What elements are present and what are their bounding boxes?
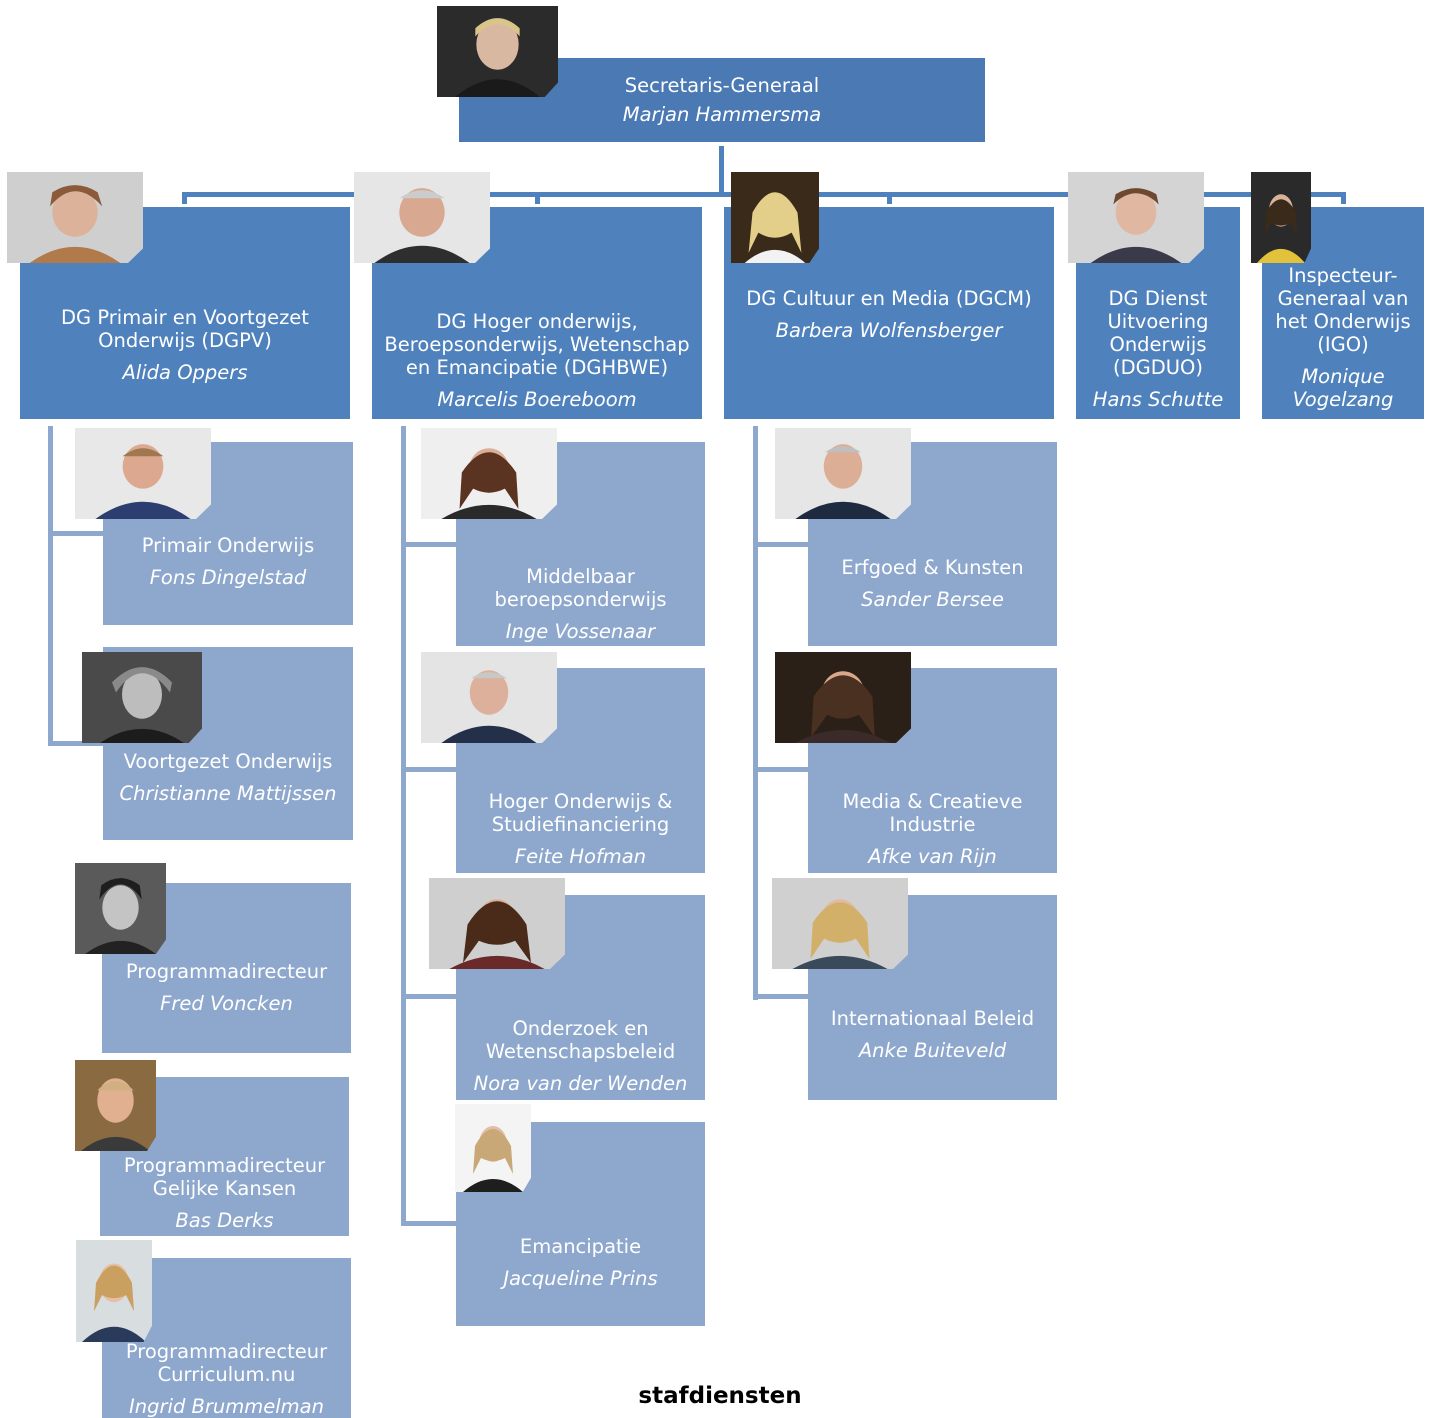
box-title: DG Hoger onderwijs, Beroepsonderwijs, We… — [384, 310, 690, 379]
box-dgpv: DG Primair en Voortgezet Onderwijs (DGPV… — [20, 207, 350, 419]
box-voortgezet-onderwijs: Voortgezet Onderwijs Christianne Mattijs… — [103, 647, 353, 840]
box-person-name: Sander Bersee — [861, 588, 1004, 611]
portrait-photo — [775, 652, 911, 743]
box-title: Programmadirecteur Gelijke Kansen — [123, 1154, 326, 1200]
portrait-photo — [75, 428, 211, 519]
box-title: Erfgoed & Kunsten — [841, 556, 1024, 579]
box-person-name: Alida Oppers — [122, 361, 248, 384]
connector-dgpv-voortgezet — [48, 741, 104, 746]
connector-drop-dgpv — [182, 192, 187, 204]
portrait-photo — [775, 428, 911, 519]
box-person-name: Feite Hofman — [514, 845, 647, 868]
box-person-name: Monique Vogelzang — [1292, 365, 1394, 411]
box-dghbwe: DG Hoger onderwijs, Beroepsonderwijs, We… — [372, 207, 702, 419]
connector-dgcm-vertical — [753, 426, 758, 1000]
connector-drop-dgcm — [887, 192, 892, 204]
box-title: Voortgezet Onderwijs — [123, 750, 333, 773]
portrait-photo — [82, 652, 202, 743]
portrait-photo — [731, 172, 819, 263]
box-title: Programmadirecteur — [125, 960, 328, 983]
portrait-photo — [76, 1240, 152, 1342]
box-internationaal-beleid: Internationaal Beleid Anke Buiteveld — [808, 895, 1057, 1100]
portrait-photo — [421, 652, 557, 743]
box-title: Secretaris-Generaal — [624, 74, 820, 97]
box-title: DG Primair en Voortgezet Onderwijs (DGPV… — [61, 306, 309, 352]
box-dgcm: DG Cultuur en Media (DGCM) Barbera Wolfe… — [724, 207, 1054, 419]
box-title: Middelbaar beroepsonderwijs — [494, 565, 667, 611]
portrait-photo — [75, 1060, 156, 1151]
box-title: Emancipatie — [519, 1235, 642, 1258]
portrait-photo — [421, 428, 557, 519]
box-title: Inspecteur-Generaal van het Onderwijs (I… — [1275, 264, 1411, 356]
box-person-name: Ingrid Brummelman — [129, 1395, 324, 1418]
box-media-creatieve-industrie: Media & Creatieve Industrie Afke van Rij… — [808, 668, 1057, 873]
box-person-name: Afke van Rijn — [868, 845, 997, 868]
box-secretaris-generaal: Secretaris-Generaal Marjan Hammersma — [459, 58, 985, 142]
portrait-photo — [1068, 172, 1204, 263]
portrait-photo — [455, 1104, 531, 1192]
box-person-name: Anke Buiteveld — [858, 1039, 1007, 1062]
portrait-photo — [1251, 172, 1311, 263]
box-person-name: Marjan Hammersma — [622, 103, 822, 126]
portrait-photo — [354, 172, 490, 263]
box-person-name: Fred Voncken — [160, 992, 293, 1015]
box-title: Internationaal Beleid — [830, 1007, 1035, 1030]
portrait-photo — [772, 878, 908, 969]
box-person-name: Fons Dingelstad — [149, 566, 307, 589]
box-person-name: Hans Schutte — [1092, 388, 1224, 411]
box-title: Media & Creatieve Industrie — [842, 790, 1023, 836]
portrait-photo — [75, 863, 166, 954]
box-title: Primair Onderwijs — [141, 534, 315, 557]
connector-dgpv-primair — [48, 531, 104, 536]
connector-sg-vertical — [719, 146, 724, 194]
portrait-photo — [437, 6, 558, 97]
box-person-name: Barbera Wolfensberger — [775, 319, 1003, 342]
box-person-name: Nora van der Wenden — [473, 1072, 688, 1095]
portrait-photo — [429, 878, 565, 969]
box-person-name: Jacqueline Prins — [503, 1267, 658, 1290]
box-title: Onderzoek en Wetenschapsbeleid — [485, 1017, 676, 1063]
connector-dgcm-internationaal — [753, 994, 809, 999]
connector-dghbwe-emancipatie — [401, 1221, 457, 1226]
connector-dghbwe-onderzoek — [401, 994, 457, 999]
box-title: Programmadirecteur Curriculum.nu — [125, 1340, 328, 1386]
box-person-name: Bas Derks — [175, 1209, 274, 1232]
connector-dgcm-erfgoed — [753, 542, 809, 547]
box-title: DG Dienst Uitvoering Onderwijs (DGDUO) — [1107, 287, 1209, 379]
connector-dghbwe-vertical — [401, 426, 406, 1226]
connector-drop-igo — [1341, 192, 1346, 204]
box-person-name: Inge Vossenaar — [505, 620, 656, 643]
connector-dghbwe-mbo — [401, 542, 457, 547]
connector-dghbwe-ho — [401, 767, 457, 772]
connector-dgpv-vertical — [48, 426, 53, 746]
connector-drop-dghbwe — [535, 192, 540, 204]
stafdiensten-caption: stafdiensten — [638, 1383, 802, 1409]
connector-dgcm-media — [753, 767, 809, 772]
box-person-name: Marcelis Boereboom — [437, 388, 637, 411]
box-title: Hoger Onderwijs & Studiefinanciering — [488, 790, 673, 836]
portrait-photo — [7, 172, 143, 263]
box-title: DG Cultuur en Media (DGCM) — [746, 287, 1032, 310]
box-person-name: Christianne Mattijssen — [119, 782, 337, 805]
